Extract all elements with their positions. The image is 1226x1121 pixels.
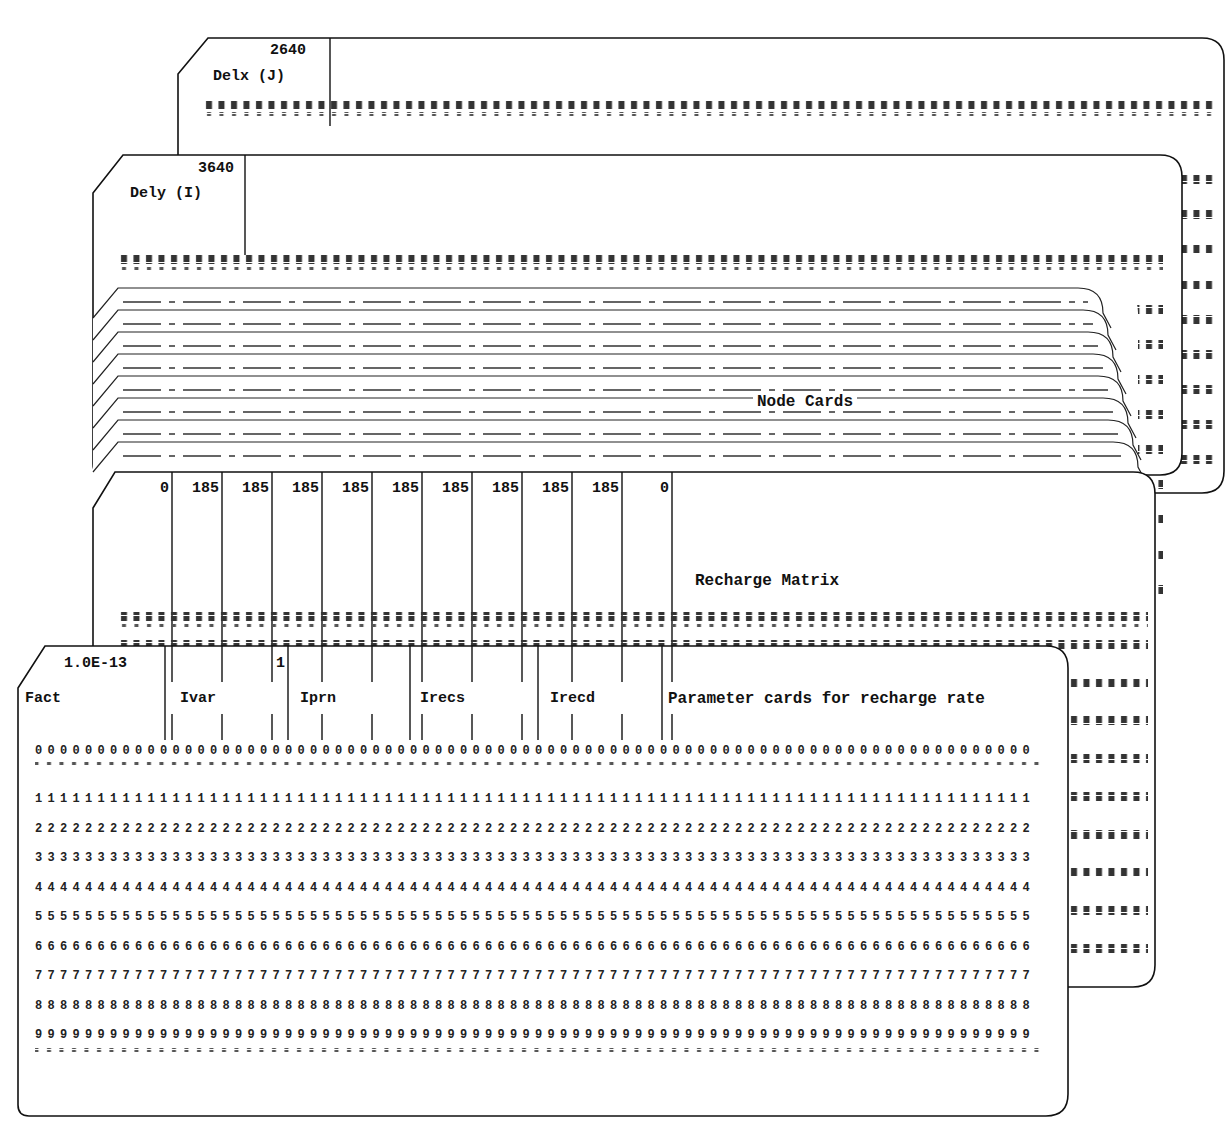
matrix-field-line: [571, 646, 572, 682]
punch-digit-row: [203, 100, 1218, 109]
matrix-field-line: [621, 646, 622, 682]
column-number-row: [35, 1048, 1040, 1052]
matrix-value: 185: [592, 480, 619, 497]
card-drawing: [93, 288, 1143, 488]
matrix-value: 185: [192, 480, 219, 497]
matrix-value: 185: [392, 480, 419, 497]
field-name: Iprn: [300, 690, 336, 707]
matrix-field-line: [271, 714, 272, 740]
matrix-value: 185: [242, 480, 269, 497]
punch-digit-row: 0000000000000000000000000000000000000000…: [35, 745, 1035, 757]
card-title: Node Cards: [753, 393, 857, 411]
column-number-row: [203, 112, 1218, 116]
punch-digit-row: 8888888888888888888888888888888888888888…: [35, 1000, 1035, 1012]
dashed-card-line: [123, 323, 1093, 324]
matrix-value: 185: [342, 480, 369, 497]
punch-digit-row: 3333333333333333333333333333333333333333…: [35, 852, 1035, 864]
field-value: 1.0E-13: [64, 655, 127, 672]
matrix-field-line: [521, 714, 522, 740]
dashed-card-line: [123, 455, 1123, 456]
card-outline: [18, 646, 1068, 1116]
stacked-card-edge: [93, 354, 1126, 394]
column-number-row: [118, 624, 1148, 628]
punch-card: Parameter cards for recharge rate 1.0E-13…: [18, 646, 1068, 1116]
field-name: Irecs: [420, 690, 465, 707]
matrix-field-line: [371, 646, 372, 682]
matrix-field-line: [471, 714, 472, 740]
matrix-value: 185: [442, 480, 469, 497]
matrix-field-line: [521, 646, 522, 682]
punch-digit-row: [118, 612, 1148, 621]
card-title: Recharge Matrix: [695, 572, 839, 590]
dashed-card-line: [123, 345, 1098, 346]
field-name: Fact: [25, 690, 61, 707]
field-divider: [661, 646, 662, 740]
stacked-card-edge: [93, 376, 1131, 416]
field-name: Irecd: [550, 690, 595, 707]
matrix-value: 185: [542, 480, 569, 497]
field-divider: [537, 646, 538, 740]
matrix-field-line: [421, 646, 422, 682]
matrix-field-line: [621, 714, 622, 740]
punch-digit-row: 1111111111111111111111111111111111111111…: [35, 793, 1035, 805]
card-count: 3640: [198, 160, 234, 177]
field-divider: [287, 646, 288, 740]
matrix-field-line: [321, 714, 322, 740]
matrix-field-line: [421, 714, 422, 740]
punch-digit-row: 2222222222222222222222222222222222222222…: [35, 823, 1035, 835]
matrix-field-line: [221, 714, 222, 740]
punch-digit-row: 4444444444444444444444444444444444444444…: [35, 882, 1035, 894]
punch-digit-row: 5555555555555555555555555555555555555555…: [35, 911, 1035, 923]
dashed-card-line: [123, 433, 1118, 434]
field-value: 1: [276, 655, 285, 672]
matrix-field-line: [171, 646, 172, 682]
punch-digit-row: 6666666666666666666666666666666666666666…: [35, 941, 1035, 953]
dashed-card-line: [123, 367, 1103, 368]
dashed-card-line: [123, 389, 1108, 390]
field-divider: [164, 646, 165, 740]
dashed-card-line: [123, 301, 1088, 302]
matrix-field-line: [571, 714, 572, 740]
matrix-value: 185: [292, 480, 319, 497]
card-count: 2640: [270, 42, 306, 59]
matrix-field-line: [671, 714, 672, 740]
card-title: Parameter cards for recharge rate: [668, 690, 985, 708]
stacked-card-edge: [93, 288, 1111, 328]
column-number-row: [118, 267, 1163, 271]
column-number-row: [35, 762, 1040, 766]
stacked-card-edge: [93, 310, 1116, 350]
matrix-field-line: [471, 646, 472, 682]
punch-digit-row: 9999999999999999999999999999999999999999…: [35, 1029, 1035, 1041]
matrix-field-line: [371, 714, 372, 740]
stacked-card-edge: [93, 398, 1136, 438]
stacked-card-edge: [93, 332, 1121, 372]
matrix-field-line: [221, 646, 222, 682]
card-title: Dely (I): [130, 185, 202, 202]
matrix-value: 0: [660, 480, 669, 497]
matrix-field-line: [321, 646, 322, 682]
matrix-field-line: [171, 714, 172, 740]
matrix-field-line: [271, 646, 272, 682]
dashed-card-line: [123, 411, 1113, 412]
matrix-field-line: [671, 646, 672, 682]
matrix-value: 185: [492, 480, 519, 497]
field-name: Ivar: [180, 690, 216, 707]
punch-digit-row: [118, 255, 1163, 264]
punch-digit-row: 7777777777777777777777777777777777777777…: [35, 970, 1035, 982]
punch-card: Node Cards: [93, 288, 1143, 488]
matrix-value: 0: [160, 480, 169, 497]
card-ground: [93, 288, 1138, 488]
stacked-card-edge: [93, 420, 1141, 460]
field-divider: [409, 646, 410, 740]
card-title: Delx (J): [213, 68, 285, 85]
field-divider: [244, 155, 245, 255]
